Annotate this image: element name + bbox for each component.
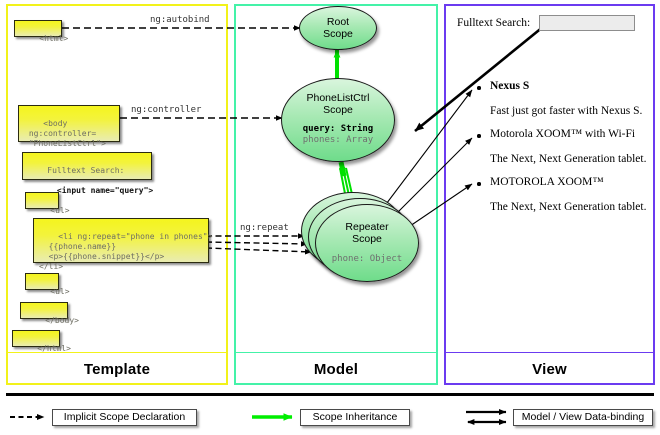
search-input[interactable] [539,15,635,31]
scope-title-line2: Scope [323,104,353,116]
scope-field-phone: phone: Object [331,254,403,264]
code-text: Fulltext Search: [47,166,125,175]
view-item-name: MOTOROLA XOOM™ [490,176,604,188]
list-bullet [477,182,481,186]
list-bullet [477,86,481,90]
code-text: <ul> [50,206,70,215]
scope-field-query: query: String [302,124,374,134]
code-text: <html> [39,34,69,43]
code-box-body-controller: <body ng:controller= "PhoneListCtrl"> [18,105,120,148]
code-text: <li ng:repeat="phone in phones"> {{phone… [39,232,213,271]
view-item-name: Motorola XOOM™ with Wi-Fi [490,128,636,140]
label-ng-repeat: ng:repeat [240,223,289,233]
list-bullet [477,134,481,138]
view-item-name: Nexus S [490,80,530,92]
view-label-divider [446,352,653,353]
code-box-ul-close: <ul> [25,273,70,296]
code-box-ul-open: <ul> [25,192,70,215]
legend-label-inheritance: Scope Inheritance [300,409,410,426]
scope-field-phones: phones: Array [302,135,374,145]
column-label-model: Model [313,361,359,378]
scope-title-line2: Scope [352,233,382,245]
code-text: <body ng:controller= "PhoneListCtrl"> [28,119,106,148]
code-text: </html> [37,344,71,353]
view-item-snippet: The Next, Next Generation tablet. [490,201,647,213]
code-box-html-open: <html> [14,20,68,43]
legend-label-databinding: Model / View Data-binding [513,409,653,426]
label-ng-autobind: ng:autobind [150,15,210,25]
model-label-divider [236,352,436,353]
scope-root: Root Scope [299,6,377,50]
code-text: <ul> [50,287,70,296]
legend-separator [6,393,654,396]
code-box-html-close: </html> [12,330,71,353]
column-view [444,4,655,385]
view-search-label: Fulltext Search: [457,17,531,29]
scope-repeater: Repeater Scope phone: Object [315,204,419,282]
scope-title-line2: Scope [323,28,353,40]
column-label-template: Template [83,361,151,378]
template-label-divider [8,352,226,353]
code-box-fulltext-search: Fulltext Search: <input name="query"> [22,152,153,195]
view-item-snippet: The Next, Next Generation tablet. [490,153,647,165]
code-box-li-repeat: <li ng:repeat="phone in phones"> {{phone… [33,218,212,271]
view-item-snippet: Fast just got faster with Nexus S. [490,105,643,117]
code-text-bold: <input name="query"> [47,186,154,195]
code-text: </body> [45,316,79,325]
code-box-body-close: </body> [20,302,79,325]
column-label-view: View [532,361,567,378]
scope-title-line1: PhoneListCtrl [306,92,370,104]
legend-label-implicit: Implicit Scope Declaration [52,409,197,426]
scope-phonelistctrl: PhoneListCtrl Scope query: String phones… [281,78,395,162]
label-ng-controller: ng:controller [131,105,202,115]
scope-title-line1: Repeater [345,221,389,233]
scope-title-line1: Root [326,16,350,28]
